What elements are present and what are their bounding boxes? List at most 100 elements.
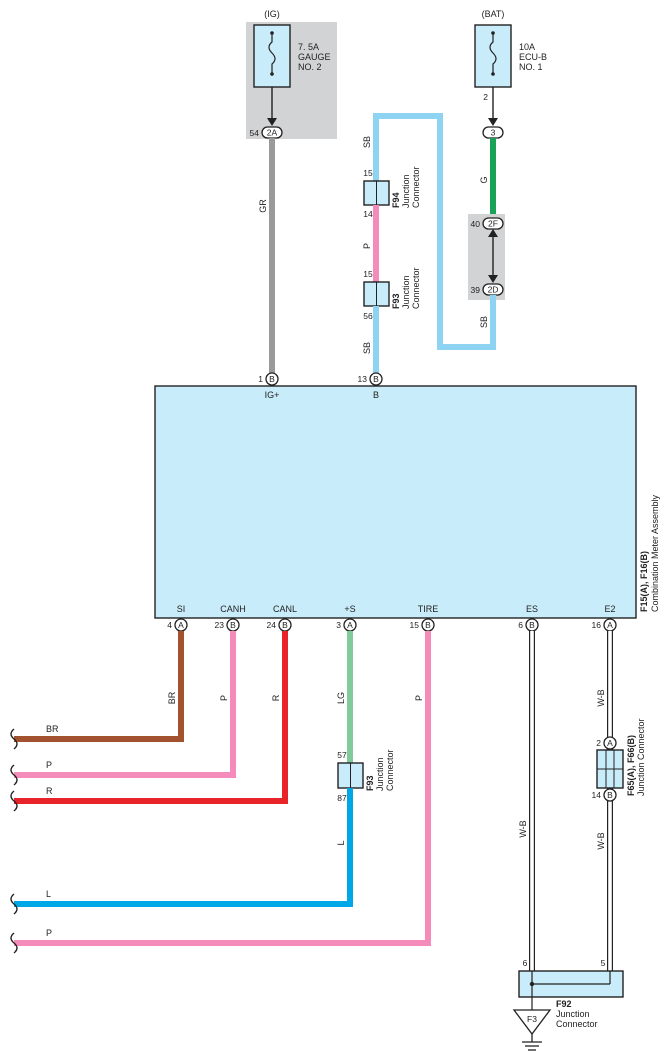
wire-p2-label: P bbox=[219, 695, 229, 701]
pin-circle bbox=[369, 372, 383, 386]
pin-tag: B bbox=[282, 620, 288, 630]
end-r-label: R bbox=[46, 786, 53, 796]
fuse-bat-rating: 10A bbox=[519, 42, 535, 52]
pin-tag: B bbox=[425, 620, 431, 630]
pin-tag: A bbox=[347, 620, 353, 630]
fuse-bat-number: NO. 1 bbox=[519, 62, 543, 72]
f94-name: F94 bbox=[391, 192, 401, 208]
f3-name: F3 bbox=[527, 1014, 537, 1024]
pin-num: 15 bbox=[410, 620, 420, 630]
pin-label: E2 bbox=[604, 604, 615, 614]
connector-2f-pin: 40 bbox=[471, 219, 481, 229]
fuse-ig-node-bottom bbox=[270, 72, 274, 76]
f65-pin-top: 2 bbox=[596, 738, 601, 748]
fuse-bat-pin: 2 bbox=[483, 92, 488, 102]
wire-br bbox=[14, 631, 184, 742]
pin-circle bbox=[265, 372, 279, 386]
f93-bottom-desc2: Connector bbox=[385, 749, 395, 791]
pin-label: IG+ bbox=[265, 390, 280, 400]
meter-bottom-pin-canl: CANL B 24 bbox=[267, 604, 297, 632]
fuse-ig-node-top bbox=[270, 31, 274, 35]
end-br-label: BR bbox=[46, 724, 59, 734]
pin-label: TIRE bbox=[418, 604, 439, 614]
wire-sb3-label: SB bbox=[479, 316, 489, 328]
pin-num: 1 bbox=[258, 374, 263, 384]
f92-name: F92 bbox=[556, 999, 572, 1009]
f65-label: F65(A), F66(B) Junction Connector bbox=[626, 718, 646, 796]
end-l-label: L bbox=[46, 889, 51, 899]
f94-label: F94 Junction Connector bbox=[391, 166, 421, 208]
wire-break-icon bbox=[10, 728, 18, 750]
f93-bottom-label: F93 Junction Connector bbox=[365, 749, 395, 791]
pin-tag: A bbox=[178, 620, 184, 630]
pin-num: 3 bbox=[336, 620, 341, 630]
end-p-label: P bbox=[46, 760, 52, 770]
wire-break-icon bbox=[10, 790, 18, 812]
pin-tag: B bbox=[269, 374, 275, 384]
pin-label: CANL bbox=[273, 604, 297, 614]
ground-icon bbox=[522, 1034, 542, 1051]
meter-bottom-pin-plus-s: +S A 3 bbox=[336, 604, 357, 632]
f65-tag-top: A bbox=[607, 738, 613, 748]
meter-bottom-pin-e2: E2 A 16 bbox=[592, 604, 617, 632]
pin-num: 6 bbox=[518, 620, 523, 630]
connector-2d-pin: 39 bbox=[471, 285, 481, 295]
fuse-ig-name: GAUGE bbox=[298, 52, 331, 62]
meter-bottom-pin-es: ES B 6 bbox=[518, 604, 539, 632]
fuse-bat-node-top bbox=[491, 31, 495, 35]
arrow-down-icon bbox=[488, 118, 498, 126]
wire-p3-label: P bbox=[414, 695, 424, 701]
meter-label: F15(A), F16(B) Combination Meter Assembl… bbox=[639, 494, 660, 612]
f93-top-pin-bottom: 56 bbox=[363, 311, 373, 321]
wire-l bbox=[14, 788, 353, 907]
wire-break-icon bbox=[10, 764, 18, 786]
wire-g-label: G bbox=[479, 176, 489, 183]
wire-p-tire bbox=[14, 631, 431, 946]
pin-num: 24 bbox=[267, 620, 277, 630]
f93-top-label: F93 Junction Connector bbox=[391, 267, 421, 309]
fuse-ig-number: NO. 2 bbox=[298, 62, 322, 72]
arrow-down-icon bbox=[488, 275, 498, 283]
f65-top-pin-circle bbox=[603, 736, 617, 750]
arrow-up-icon bbox=[488, 229, 498, 237]
meter-bottom-pin-si: SI A 4 bbox=[167, 604, 188, 632]
f65-desc: Junction Connector bbox=[636, 718, 646, 796]
pin-num: 16 bbox=[592, 620, 602, 630]
wire-r-canl bbox=[14, 631, 288, 804]
f93-top-pin-top: 15 bbox=[363, 269, 373, 279]
wire-wb3-label: W-B bbox=[596, 832, 606, 849]
f92-desc2: Connector bbox=[556, 1019, 598, 1029]
connector-3-code: 3 bbox=[491, 128, 496, 138]
fuse-bat-name: ECU-B bbox=[519, 52, 547, 62]
meter-top-pin-1: B 1 IG+ bbox=[258, 372, 280, 400]
pin-label: CANH bbox=[220, 604, 246, 614]
pin-label: B bbox=[373, 390, 379, 400]
wire-break-icon bbox=[10, 893, 18, 915]
f93-bottom-name: F93 bbox=[365, 775, 375, 791]
f92-pin-right: 5 bbox=[601, 958, 606, 968]
pin-label: ES bbox=[526, 604, 538, 614]
ground-connector-f3 bbox=[512, 1009, 552, 1036]
fuse-bat-source: (BAT) bbox=[482, 9, 505, 19]
connector-2a-code: 2A bbox=[267, 128, 278, 138]
wire-break-icons bbox=[10, 728, 18, 954]
f65-tag-bottom: B bbox=[607, 790, 613, 800]
pin-tag: B bbox=[373, 374, 379, 384]
f93-top-name: F93 bbox=[391, 293, 401, 309]
fuse-ig-rating: 7. 5A bbox=[298, 42, 319, 52]
f92-desc1: Junction bbox=[556, 1009, 590, 1019]
pin-tag: B bbox=[230, 620, 236, 630]
f93-top-desc2: Connector bbox=[411, 267, 421, 309]
wire-r-label: R bbox=[271, 694, 281, 701]
pin-tag: A bbox=[607, 620, 613, 630]
f93-bottom-desc1: Junction bbox=[375, 757, 385, 791]
pin-num: 13 bbox=[358, 374, 368, 384]
meter-bottom-pin-tire: TIRE B 15 bbox=[410, 604, 439, 632]
f93-top-desc1: Junction bbox=[401, 275, 411, 309]
fuse-bat-symbol-icon bbox=[489, 33, 497, 74]
wire-p-canh bbox=[14, 631, 236, 778]
wire-l-label: L bbox=[336, 840, 346, 845]
connector-2a-pin: 54 bbox=[250, 128, 260, 138]
fuse-ig-source: (IG) bbox=[264, 9, 280, 19]
